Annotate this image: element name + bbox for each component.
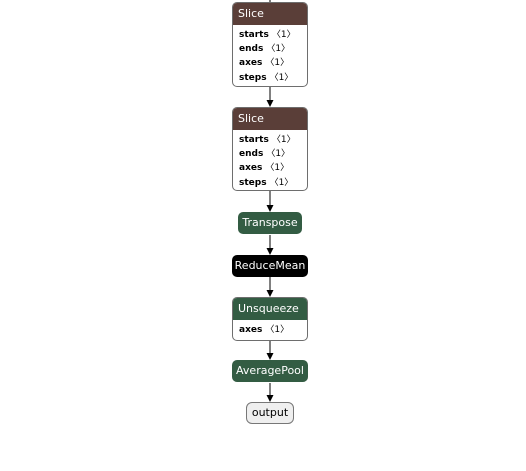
attr-row: steps〈1〉 [239,71,301,85]
slice-node-1-header: Slice [233,3,307,25]
attr-key: axes [239,58,263,69]
reducemean-node[interactable]: ReduceMean [232,255,308,277]
attr-value: 〈1〉 [265,325,290,335]
attr-key: starts [239,135,269,145]
attr-row: axes〈1〉 [239,161,301,175]
attr-row: ends〈1〉 [239,42,301,56]
attr-key: ends [239,149,264,160]
attr-row: starts〈1〉 [239,28,301,42]
slice-node-2-attributes: starts〈1〉 ends〈1〉 axes〈1〉 steps〈1〉 [233,130,307,190]
attr-value: 〈1〉 [265,163,290,174]
attr-key: steps [239,72,267,83]
attr-value: 〈1〉 [269,72,294,83]
unsqueeze-node-header: Unsqueeze [233,298,307,320]
attr-value: 〈1〉 [271,135,296,145]
output-node[interactable]: output [246,402,294,424]
attr-value: 〈1〉 [269,177,294,188]
attr-key: steps [239,177,267,188]
attr-value: 〈1〉 [265,58,290,69]
attr-key: starts [239,30,269,40]
unsqueeze-node-attributes: axes〈1〉 [233,320,307,339]
slice-node-2-header: Slice [233,108,307,130]
averagepool-node[interactable]: AveragePool [232,360,308,382]
attr-row: steps〈1〉 [239,176,301,190]
attr-value: 〈1〉 [266,149,291,160]
slice-node-2[interactable]: Slice starts〈1〉 ends〈1〉 axes〈1〉 steps〈1〉 [232,107,308,191]
attr-key: ends [239,44,264,55]
slice-node-1-attributes: starts〈1〉 ends〈1〉 axes〈1〉 steps〈1〉 [233,25,307,86]
attr-row: starts〈1〉 [239,133,301,147]
attr-row: ends〈1〉 [239,147,301,161]
attr-row: axes〈1〉 [239,56,301,70]
attr-key: axes [239,163,263,174]
transpose-node[interactable]: Transpose [238,212,302,234]
slice-node-1[interactable]: Slice starts〈1〉 ends〈1〉 axes〈1〉 steps〈1〉 [232,2,308,87]
attr-value: 〈1〉 [271,30,296,40]
attr-value: 〈1〉 [266,44,291,55]
attr-row: axes〈1〉 [239,323,301,337]
unsqueeze-node[interactable]: Unsqueeze axes〈1〉 [232,297,308,341]
attr-key: axes [239,325,263,335]
